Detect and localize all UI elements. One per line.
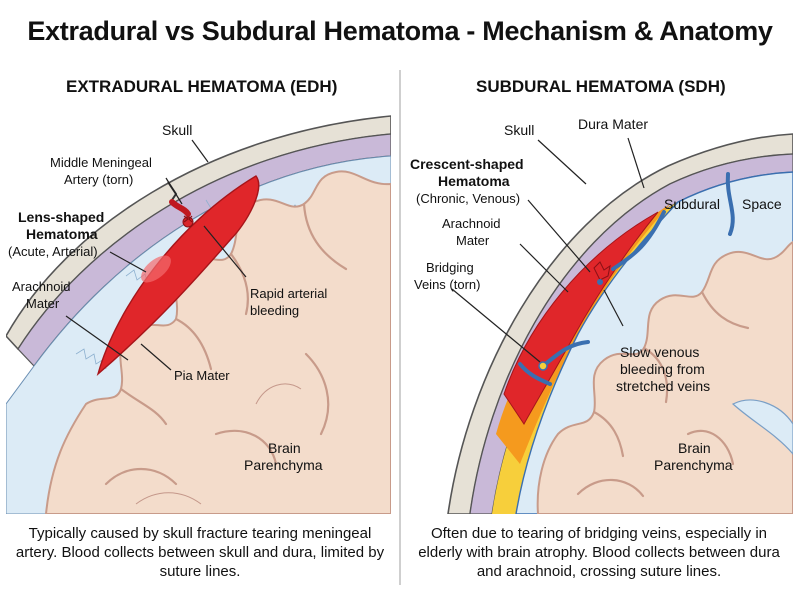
sdh-label-slow-1: Slow venous xyxy=(620,344,700,360)
edh-heading: EXTRADURAL HEMATOMA (EDH) xyxy=(66,77,338,96)
edh-label-lens-2: Hematoma xyxy=(26,226,98,242)
sdh-label-arachnoid-2: Mater xyxy=(456,233,490,248)
sdh-leaders xyxy=(451,137,645,363)
sdh-label-brain-2: Parenchyma xyxy=(654,457,733,473)
edh-label-pia: Pia Mater xyxy=(174,368,230,383)
sdh-ventricle xyxy=(731,399,793,455)
sdh-label-bridging-2: Veins (torn) xyxy=(414,277,481,292)
edh-label-rapid-1: Rapid arterial xyxy=(250,286,328,301)
edh-label-arachnoid-1: Arachnoid xyxy=(12,279,71,294)
sdh-label-crescent-3: (Chronic, Venous) xyxy=(416,191,521,206)
edh-sulci xyxy=(104,202,348,486)
sdh-label-skull: Skull xyxy=(504,122,535,138)
sdh-hematoma-orange xyxy=(496,204,670,464)
edh-label-brain-1: Brain xyxy=(268,440,301,456)
sdh-caption: Often due to tearing of bridging veins, … xyxy=(418,525,780,580)
edh-label-lens-3: (Acute, Arterial) xyxy=(8,244,98,259)
edh-panel: Skull Middle Meningeal Artery (torn) Len… xyxy=(6,104,391,514)
sdh-panel: Skull Dura Mater Crescent-shaped Hematom… xyxy=(408,104,793,514)
edh-label-arachnoid-2: Mater xyxy=(26,296,60,311)
sdh-illustration xyxy=(447,133,793,514)
sdh-label-bridging-1: Bridging xyxy=(426,260,474,275)
sdh-label-subdural: Subdural xyxy=(664,196,721,212)
edh-label-lens-1: Lens-shaped xyxy=(18,209,105,225)
edh-illustration xyxy=(6,115,391,514)
sdh-label-dura: Dura Mater xyxy=(578,116,649,132)
sdh-label-space: Space xyxy=(742,196,782,212)
panel-divider xyxy=(399,70,401,585)
edh-label-rapid-2: bleeding xyxy=(250,303,300,318)
sdh-label-slow-2: bleeding from xyxy=(620,361,705,377)
sdh-hematoma-yellow xyxy=(492,202,678,514)
sdh-heading: SUBDURAL HEMATOMA (SDH) xyxy=(476,77,726,96)
sdh-sulci xyxy=(576,290,750,498)
edh-label-skull: Skull xyxy=(162,122,193,138)
diagram-title: Extradural vs Subdural Hematoma - Mechan… xyxy=(27,16,773,46)
sdh-label-crescent-2: Hematoma xyxy=(438,173,510,189)
sdh-label-arachnoid-1: Arachnoid xyxy=(442,216,501,231)
edh-caption: Typically caused by skull fracture teari… xyxy=(15,525,385,580)
sdh-torn-vein-2 xyxy=(538,361,548,371)
sdh-torn-vein xyxy=(593,261,611,285)
edh-label-artery-2: Artery (torn) xyxy=(64,172,134,187)
edh-lens-hematoma xyxy=(96,175,260,377)
sdh-label-crescent-1: Crescent-shaped xyxy=(410,156,524,172)
edh-label-brain-2: Parenchyma xyxy=(244,457,323,473)
sdh-label-brain-1: Brain xyxy=(678,440,711,456)
edh-leaders xyxy=(65,139,247,371)
sdh-bridging-veins xyxy=(518,172,735,386)
edh-label-artery-1: Middle Meningeal xyxy=(50,155,152,170)
edh-hematoma-highlight xyxy=(141,255,171,283)
edh-gyrus-details xyxy=(135,383,302,505)
edh-torn-artery xyxy=(169,199,194,228)
sdh-label-slow-3: stretched veins xyxy=(616,378,711,394)
